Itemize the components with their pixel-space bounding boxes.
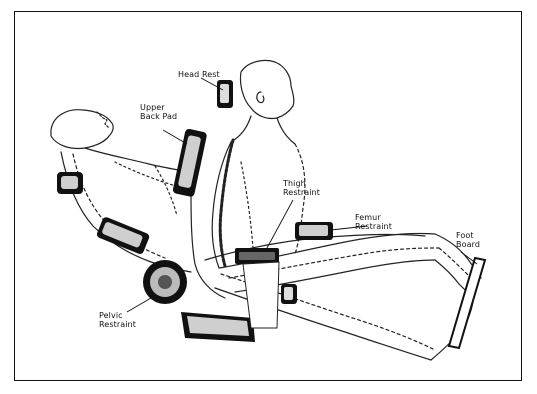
restraint-pads: [57, 80, 485, 348]
label-foot-board: Foot Board: [456, 231, 480, 249]
restraint-illustration: [15, 12, 523, 382]
label-thigh-restraint: Thigh Restraint: [283, 179, 320, 197]
reclined-head-pad: [57, 172, 83, 194]
seated-figure: [191, 60, 481, 360]
head-rest-pad: [217, 80, 233, 108]
thigh-restraint-pad: [235, 248, 279, 328]
label-femur-restraint: Femur Restraint: [355, 213, 392, 231]
seat-block: [181, 312, 255, 342]
label-pelvic-restraint: Pelvic Restraint: [99, 311, 136, 329]
diagram-frame: Head Rest Upper Back Pad Thigh Restraint…: [14, 11, 522, 381]
foot-board: [449, 258, 485, 348]
femur-restraint-pad: [295, 222, 333, 240]
label-head-rest: Head Rest: [178, 70, 220, 79]
pelvic-restraint-roll: [143, 260, 187, 304]
lower-thigh-pad: [281, 284, 297, 304]
label-upper-back-pad: Upper Back Pad: [140, 103, 177, 121]
